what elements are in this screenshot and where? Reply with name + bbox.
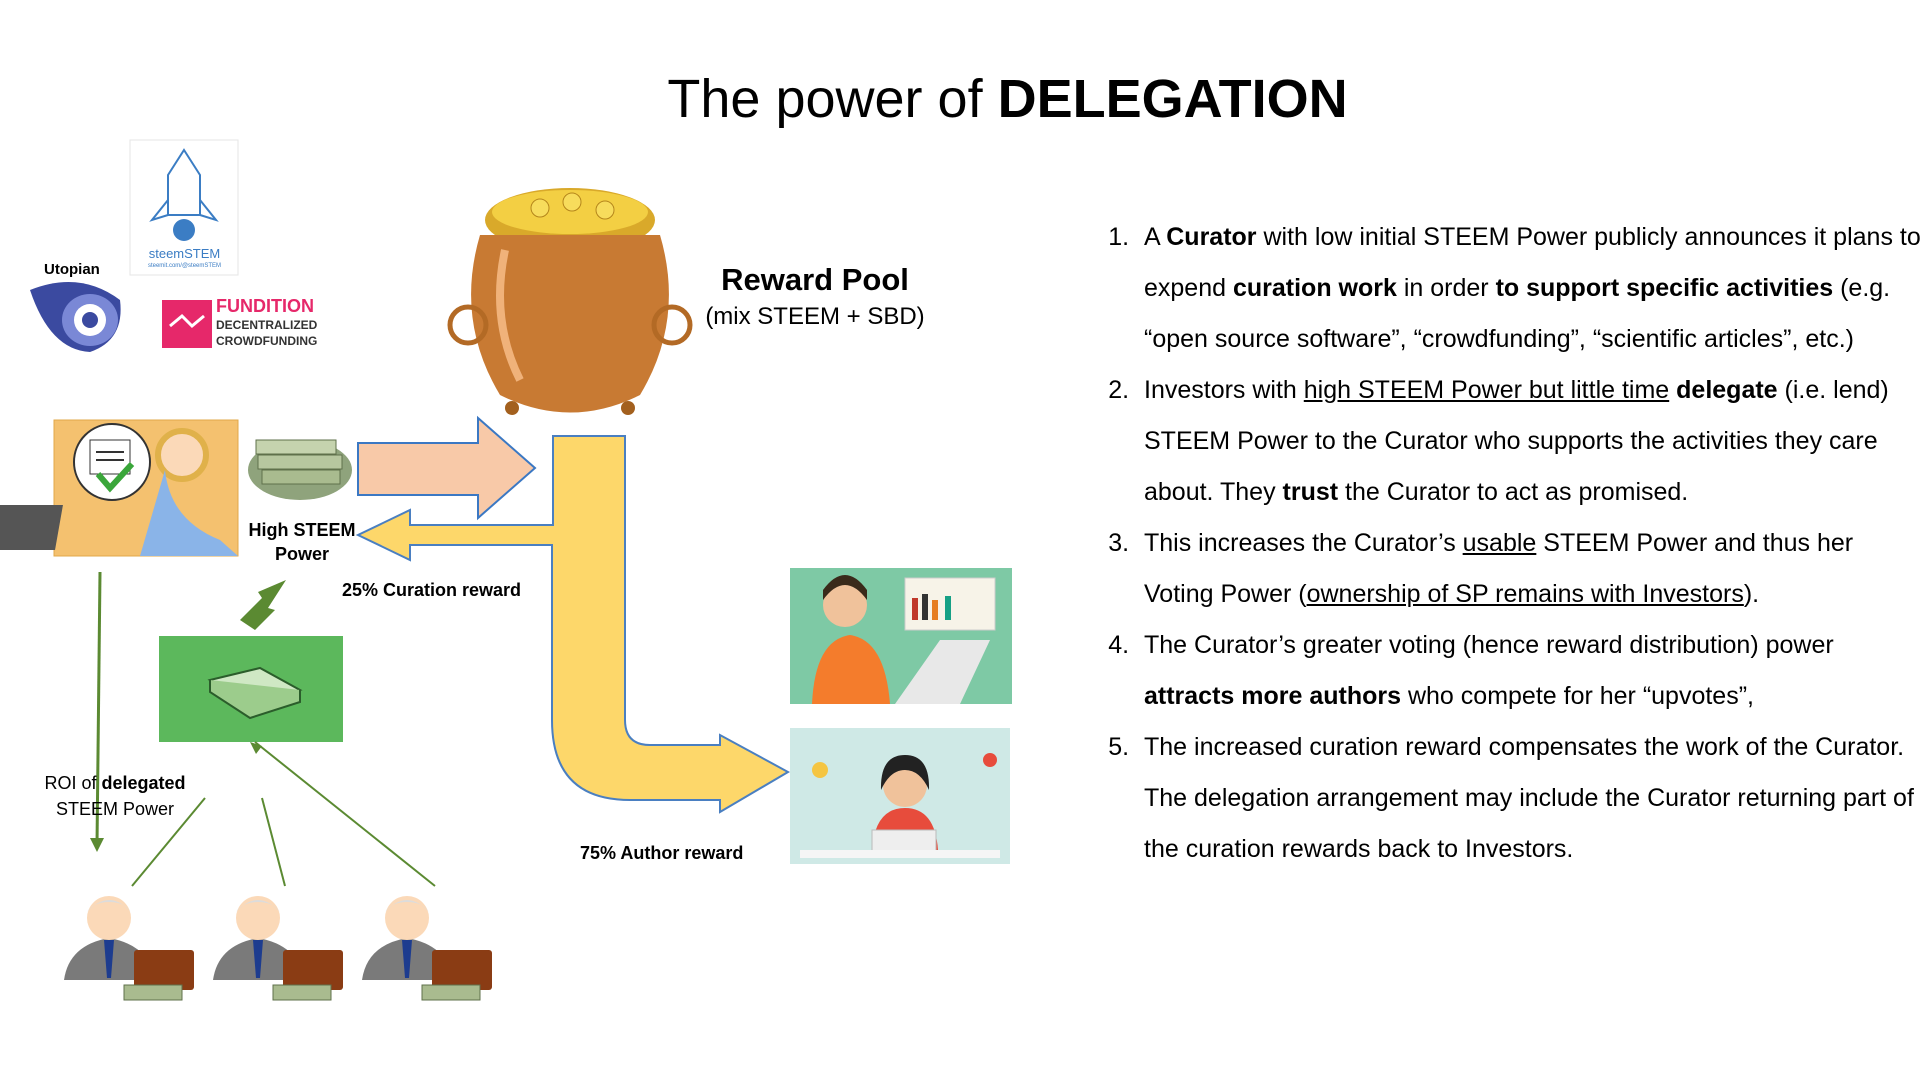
step-text: A <box>1144 223 1167 251</box>
fundition-sub1: DECENTRALIZED <box>216 318 318 332</box>
step-text: Curator <box>1166 223 1257 251</box>
fundition-handshake-icon <box>162 300 212 348</box>
page-title: The power of DELEGATION <box>667 69 1348 129</box>
step-text: (e.g. “open source software”, “crowdfund… <box>1144 274 1891 353</box>
delegation-steps-list: A Curator with low initial STEEM Power p… <box>1086 212 1920 875</box>
curation-reward-label: 25% Curation reward <box>342 580 522 600</box>
step-text: The Curator’s greater voting (hence rewa… <box>1144 631 1834 659</box>
step-text: The increased curation reward compensate… <box>1144 733 1914 863</box>
step-text: who compete for her “upvotes”, <box>1401 682 1754 710</box>
step-item-2: Investors with high STEEM Power but litt… <box>1136 365 1920 518</box>
money-box-icon <box>159 636 343 742</box>
step-text: (i.e. lend) STEEM Power to the Curator w… <box>1144 376 1889 506</box>
step-text: in order <box>1396 274 1496 302</box>
step-text: the Curator to act as promised. <box>1338 478 1689 506</box>
author-reward-label: 75% Author reward <box>580 843 744 863</box>
author-man-icon <box>790 568 1012 704</box>
high-sp-line2: Power <box>274 544 330 564</box>
step-text: to support specific activities <box>1495 274 1834 302</box>
roi-prefix: ROI of <box>44 773 102 793</box>
fundition-label: FUNDITION <box>216 296 314 316</box>
step-text: curation work <box>1232 274 1397 302</box>
step-text: high STEEM Power but little time <box>1303 376 1670 404</box>
curator-woman-icon <box>0 419 239 557</box>
step-text: This increases the Curator’s <box>1144 529 1463 557</box>
reward-pool-title: Reward Pool <box>721 262 909 297</box>
step-text: STEEM Power and thus her Voting Power ( <box>1144 529 1854 608</box>
investor-icon <box>64 896 492 1001</box>
roi-line <box>95 571 102 846</box>
step-item-4: The Curator’s greater voting (hence rewa… <box>1136 620 1920 722</box>
high-steem-power-label: High STEEM Power <box>242 518 362 566</box>
step-item-3: This increases the Curator’s usable STEE… <box>1136 518 1920 620</box>
step-text: with low initial STEEM Power publicly an… <box>1144 223 1920 302</box>
step-text: usable <box>1462 529 1537 557</box>
roi-bold: delegated <box>101 773 186 793</box>
step-text: ownership of SP remains with Investors <box>1306 580 1744 608</box>
step-item-1: A Curator with low initial STEEM Power p… <box>1136 212 1920 365</box>
reward-flow <box>355 435 791 814</box>
roi-label: ROI of delegated STEEM Power <box>30 770 200 822</box>
steemstem-label: steemSTEM <box>148 246 221 261</box>
step-text: Investors with <box>1144 376 1304 404</box>
step-text: delegate <box>1676 376 1778 404</box>
fundition-sub2: CROWDFUNDING <box>216 334 318 348</box>
money-stack-icon <box>248 439 352 500</box>
step-item-5: The increased curation reward compensate… <box>1136 722 1920 875</box>
gold-pot-icon <box>447 188 693 415</box>
utopian-label: Utopian <box>44 261 100 278</box>
utopian-eye-icon <box>30 282 121 352</box>
green-up-arrow <box>240 580 286 630</box>
step-text: trust <box>1282 478 1339 506</box>
step-text: attracts more authors <box>1144 682 1402 710</box>
step-text: ). <box>1743 580 1760 608</box>
high-sp-line1: High STEEM <box>248 520 356 540</box>
steemstem-url: steemit.com/@steemSTEM <box>147 263 222 269</box>
steemstem-rocket-icon <box>129 139 239 276</box>
roi-line2: STEEM Power <box>55 799 175 819</box>
delegation-inflow-arrow <box>357 415 537 521</box>
reward-pool-subtitle: (mix STEEM + SBD) <box>705 303 925 330</box>
author-woman-icon <box>790 728 1010 864</box>
